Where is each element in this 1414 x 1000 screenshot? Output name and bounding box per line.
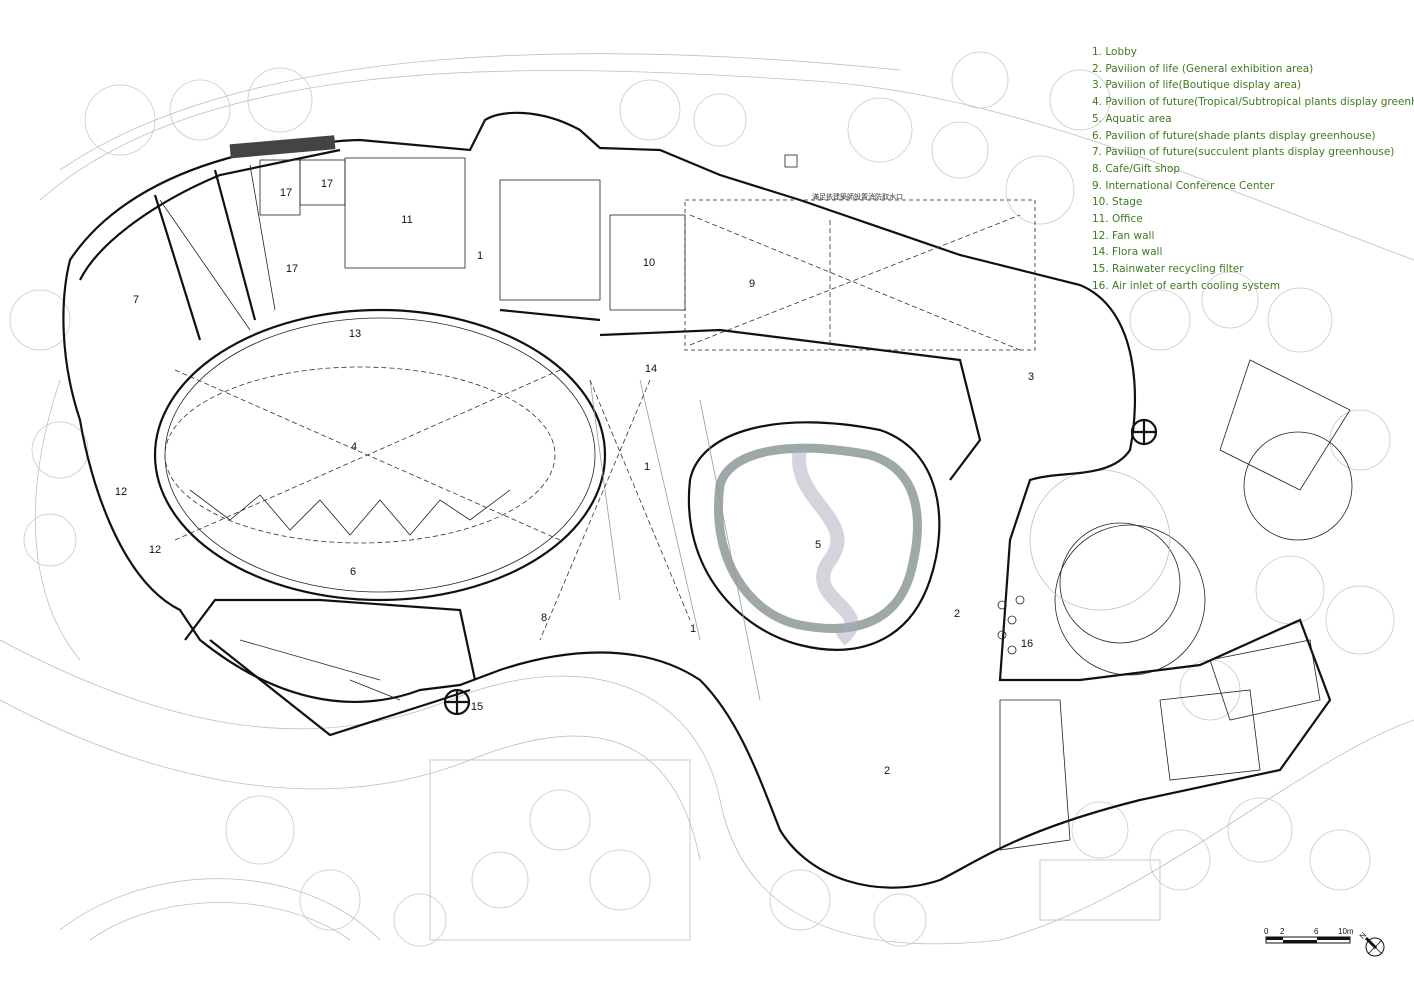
legend-item: 15. Rainwater recycling filter xyxy=(1092,263,1244,276)
scale-tick-10: 10m xyxy=(1338,927,1354,936)
room-1c: 1 xyxy=(690,623,696,635)
legend-item: 14. Flora wall xyxy=(1092,246,1163,259)
legend-item: 10. Stage xyxy=(1092,196,1143,209)
room-13: 13 xyxy=(349,328,361,340)
legend-item: 3. Pavilion of life(Boutique display are… xyxy=(1092,79,1302,92)
legend: 1. Lobby 2. Pavilion of life (General ex… xyxy=(1092,44,1414,295)
room-15: 15 xyxy=(471,701,483,713)
room-5: 5 xyxy=(815,539,821,551)
room-2b: 2 xyxy=(884,765,890,777)
legend-item: 1. Lobby xyxy=(1092,46,1137,58)
site-note: 滿足依建築師設置消防取水口 xyxy=(812,192,903,201)
room-12a: 12 xyxy=(115,486,127,498)
room-17b: 17 xyxy=(321,178,333,190)
legend-item: 16. Air inlet of earth cooling system xyxy=(1092,279,1281,292)
room-1b: 1 xyxy=(644,461,650,473)
room-2a: 2 xyxy=(954,608,960,620)
landscape xyxy=(0,51,1414,947)
legend-item: 4. Pavilion of future(Tropical/Subtropic… xyxy=(1092,96,1414,109)
legend-item: 7. Pavilion of future(succulent plants d… xyxy=(1092,146,1395,159)
room-14: 14 xyxy=(645,363,657,375)
room-4: 4 xyxy=(351,441,357,453)
room-labels: 17 17 17 11 1 10 9 3 13 14 7 4 1 5 12 12… xyxy=(115,178,1034,777)
room-17c: 17 xyxy=(286,263,298,275)
building-walls xyxy=(62,111,1332,889)
legend-item: 2. Pavilion of life (General exhibition … xyxy=(1092,62,1314,75)
room-3: 3 xyxy=(1028,371,1034,383)
room-8: 8 xyxy=(541,612,547,624)
legend-item: 8. Cafe/Gift shop xyxy=(1092,162,1181,175)
legend-item: 12. Fan wall xyxy=(1092,229,1155,242)
room-6: 6 xyxy=(350,566,356,578)
scale-tick-6: 6 xyxy=(1314,927,1319,936)
room-17a: 17 xyxy=(280,187,292,199)
legend-item: 6. Pavilion of future(shade plants displ… xyxy=(1092,129,1376,142)
north-arrow-icon: N xyxy=(1358,930,1385,957)
room-1a: 1 xyxy=(477,250,483,262)
room-12b: 12 xyxy=(149,544,161,556)
room-7: 7 xyxy=(133,294,139,306)
legend-item: 5. Aquatic area xyxy=(1092,112,1172,125)
room-16: 16 xyxy=(1021,638,1033,650)
room-11: 11 xyxy=(401,214,412,226)
north-label: N xyxy=(1358,930,1369,941)
room-10: 10 xyxy=(643,257,655,269)
legend-item: 11. Office xyxy=(1092,213,1143,226)
scale-bar: 0 2 6 10m xyxy=(1264,927,1354,944)
room-9: 9 xyxy=(749,278,755,290)
scale-tick-2: 2 xyxy=(1280,927,1285,936)
scale-tick-0: 0 xyxy=(1264,927,1269,936)
legend-item: 9. International Conference Center xyxy=(1092,179,1275,192)
